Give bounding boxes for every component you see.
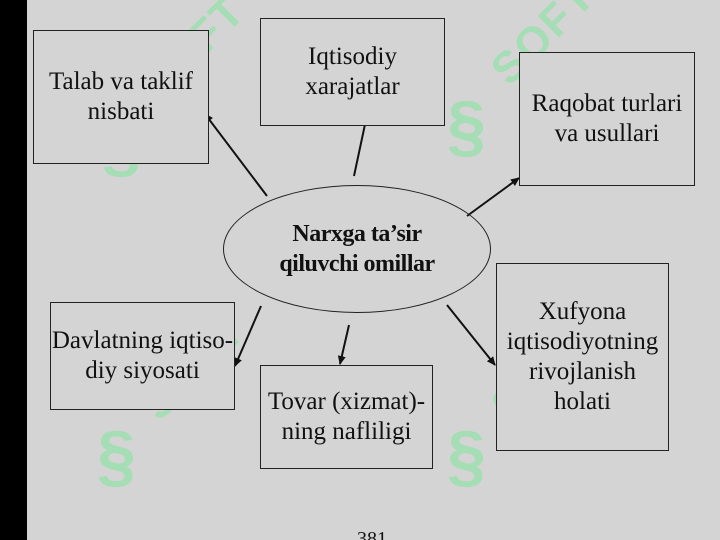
arrow-to-tovar — [337, 324, 350, 365]
watermark-logo-icon: § — [447, 416, 486, 494]
node-talab-va-taklif: Talab va taklif nisbati — [33, 30, 209, 164]
arrow-to-raqobat — [466, 177, 520, 217]
node-davlat-siyosati: Davlatning iqtiso- diy siyosati — [50, 302, 235, 410]
node-xufyona-iqtisodiyot: Xufyona iqtisodiyotning rivojlanish hola… — [496, 263, 669, 451]
center-ellipse: Narxga ta’sir qiluvchi omillar — [223, 185, 491, 313]
node-raqobat-turlari: Raqobat turlari va usullari — [519, 52, 695, 186]
watermark-logo-icon: § — [97, 416, 136, 494]
watermark-logo-icon: § — [447, 86, 486, 164]
node-tovar-nafliligi: Tovar (xizmat)- ning nafliligi — [260, 365, 433, 469]
arrow-to-talab — [204, 113, 268, 197]
arrow-to-davlat — [234, 305, 262, 367]
slide-canvas: § SOFT § SOFT § SOFT § SOFT Talab va tak… — [27, 0, 720, 540]
page-number: 381 — [357, 528, 387, 540]
arrow-to-xufyona — [446, 304, 496, 366]
node-iqtisodiy-xarajatlar: Iqtisodiy xarajatlar — [260, 18, 445, 126]
